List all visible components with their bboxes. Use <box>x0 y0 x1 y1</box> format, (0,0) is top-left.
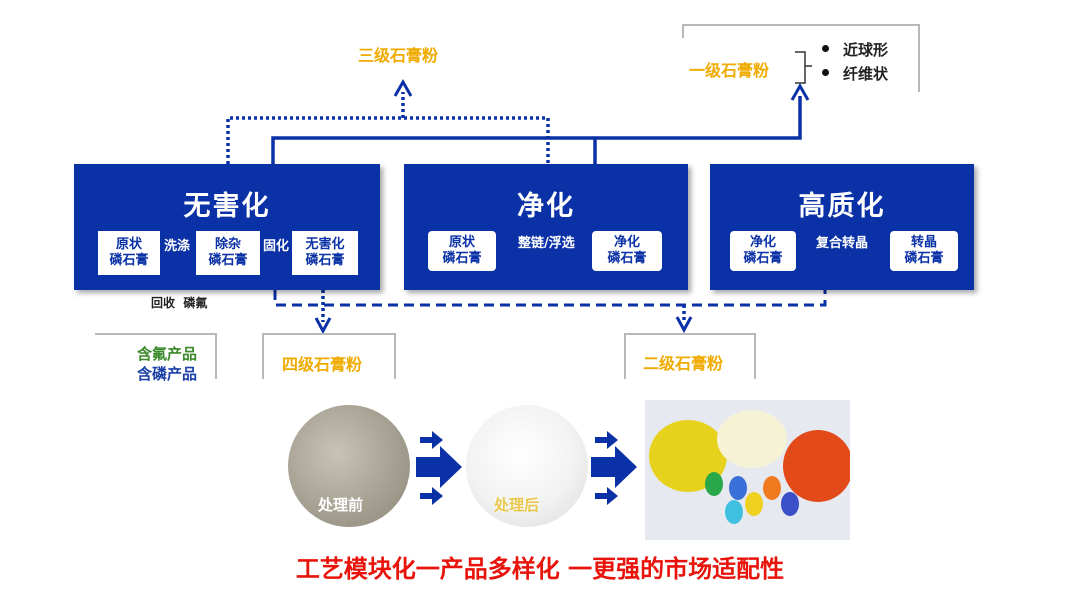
bullet-dot <box>822 45 829 52</box>
green-bead <box>705 472 723 496</box>
box-impurity-removed: 除杂磷石膏 <box>196 231 260 275</box>
photo-before-label: 处理前 <box>318 496 364 514</box>
arrowhead-grade3 <box>393 78 413 97</box>
dashed-line-bottom <box>273 290 827 307</box>
step-wash: 洗涤 <box>164 239 191 254</box>
byproduct-fluorine: 含氟产品 <box>137 345 198 363</box>
grade1-bracket-top-left <box>682 24 684 38</box>
step-solidify: 固化 <box>263 239 290 254</box>
cyan-bead <box>725 500 743 524</box>
slogan: 工艺模块化一产品多样化 一更强的市场适配性 <box>295 555 785 583</box>
grade4-label: 四级石膏粉 <box>282 355 363 374</box>
photo-after-label: 处理后 <box>494 496 540 514</box>
box-purified-gypsum: 净化磷石膏 <box>592 231 662 271</box>
box-harmless-gypsum: 无害化磷石膏 <box>292 231 358 275</box>
grade3-label: 三级石膏粉 <box>358 46 439 65</box>
photo-products <box>645 400 850 540</box>
box-recrystallized-gypsum: 转晶磷石膏 <box>890 231 958 271</box>
grade4-bracket <box>262 333 396 379</box>
orange-bead <box>763 476 781 500</box>
dotted-line-grade3 <box>226 116 550 164</box>
feature-spherical: 近球形 <box>843 41 889 59</box>
panel-title: 高质化 <box>798 191 886 222</box>
bullet-dot <box>822 69 829 76</box>
arrowhead-grade1 <box>790 82 810 101</box>
solid-line-grade1 <box>271 96 802 164</box>
photo-before <box>288 405 410 527</box>
byproducts-bracket <box>95 333 217 379</box>
byproduct-phosphorus: 含磷产品 <box>137 365 198 383</box>
box-purified-gypsum: 净化磷石膏 <box>730 231 796 271</box>
photo-after <box>466 405 588 527</box>
blue-bead <box>781 492 799 516</box>
red-powder-dish <box>783 430 850 502</box>
panel-purify: 净化 原状磷石膏 整链/浮选 净化磷石膏 <box>404 164 688 290</box>
white-powder-dish <box>717 410 787 468</box>
grade2-bracket <box>624 333 756 379</box>
brace-grade1 <box>795 51 812 84</box>
recovery-label: 回收 磷氟 <box>151 296 208 310</box>
grade1-label: 一级石膏粉 <box>689 61 770 80</box>
step-recrystallize: 复合转晶 <box>816 236 869 251</box>
panel-high-quality: 高质化 净化磷石膏 复合转晶 转晶磷石膏 <box>710 164 974 290</box>
blue-bead <box>729 476 747 500</box>
yellow-bead <box>745 492 763 516</box>
process-arrows-1 <box>416 431 462 505</box>
grade2-label: 二级石膏粉 <box>643 354 724 373</box>
step-flotation: 整链/浮选 <box>518 236 575 251</box>
box-raw-gypsum: 原状磷石膏 <box>98 231 160 275</box>
feature-fibrous: 纤维状 <box>843 65 889 83</box>
process-arrows-2 <box>591 431 637 505</box>
panel-title: 净化 <box>517 191 575 222</box>
box-raw-gypsum: 原状磷石膏 <box>428 231 496 271</box>
panel-title: 无害化 <box>183 191 271 222</box>
grade1-bracket <box>682 24 920 92</box>
panel-harmless: 无害化 原状磷石膏 洗涤 除杂磷石膏 固化 无害化磷石膏 <box>74 164 380 290</box>
